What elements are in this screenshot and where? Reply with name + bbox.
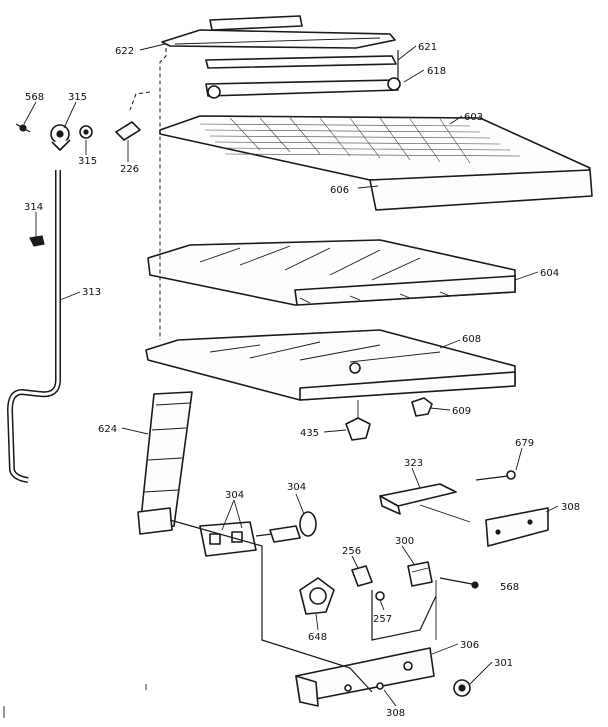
callout-300: 300 <box>395 536 414 547</box>
part-306-base-housing <box>295 647 435 707</box>
callout-315-top: 315 <box>68 92 87 103</box>
callout-568-right: 568 <box>500 582 519 593</box>
callout-226: 226 <box>120 164 139 175</box>
assembly-guide-line <box>159 48 167 340</box>
part-608-pan <box>145 329 516 401</box>
callout-257: 257 <box>373 614 392 625</box>
part-624-control-housing <box>137 391 193 535</box>
part-568-screw <box>15 123 31 133</box>
part-300-switch <box>407 561 433 587</box>
part-226-tube-fitting <box>115 121 141 141</box>
callout-568-left: 568 <box>25 92 44 103</box>
callout-256: 256 <box>342 546 361 557</box>
callout-609: 609 <box>452 406 471 417</box>
part-313-water-tube <box>6 170 61 483</box>
callout-608: 608 <box>462 334 481 345</box>
callout-624: 624 <box>98 424 117 435</box>
part-648-fan <box>299 577 335 615</box>
callout-679: 679 <box>515 438 534 449</box>
part-568-screw-b <box>439 577 479 589</box>
callout-315-bottom: 315 <box>78 156 97 167</box>
part-308-plate <box>485 507 549 547</box>
part-315-valve <box>50 124 93 151</box>
part-256-socket <box>351 565 373 587</box>
callout-314: 314 <box>24 202 43 213</box>
callout-604: 604 <box>540 268 559 279</box>
callout-313: 313 <box>82 287 101 298</box>
callout-648: 648 <box>308 632 327 643</box>
callout-308-bottom: 308 <box>386 708 405 719</box>
assembly-guide-line-2 <box>129 91 151 111</box>
callout-301: 301 <box>494 658 513 669</box>
callout-622: 622 <box>115 46 134 57</box>
callout-621: 621 <box>418 42 437 53</box>
part-257-bulb <box>375 591 385 601</box>
callout-323: 323 <box>404 458 423 469</box>
part-301-knob <box>453 679 471 697</box>
part-435-damper <box>345 400 371 441</box>
part-621-hinge-rail <box>205 50 401 99</box>
callout-304-left: 304 <box>225 490 244 501</box>
wiring-2 <box>371 590 437 641</box>
callout-606: 606 <box>330 185 349 196</box>
callout-labels: 622 621 618 568 315 315 226 603 606 314 … <box>24 42 580 719</box>
part-609-clip <box>411 397 433 417</box>
wiring <box>169 519 373 693</box>
part-604-tray <box>147 239 516 306</box>
callout-304-right: 304 <box>287 482 306 493</box>
part-323-bracket <box>379 483 471 523</box>
callout-306: 306 <box>460 640 479 651</box>
callout-618: 618 <box>427 66 446 77</box>
part-622-top-trim <box>161 15 396 49</box>
callout-435: 435 <box>300 428 319 439</box>
leader-lines <box>23 43 559 707</box>
part-314-clip <box>29 235 45 247</box>
part-679-screw <box>475 470 516 481</box>
part-603-shelf <box>159 115 593 211</box>
callout-308-right: 308 <box>561 502 580 513</box>
callout-603: 603 <box>464 112 483 123</box>
